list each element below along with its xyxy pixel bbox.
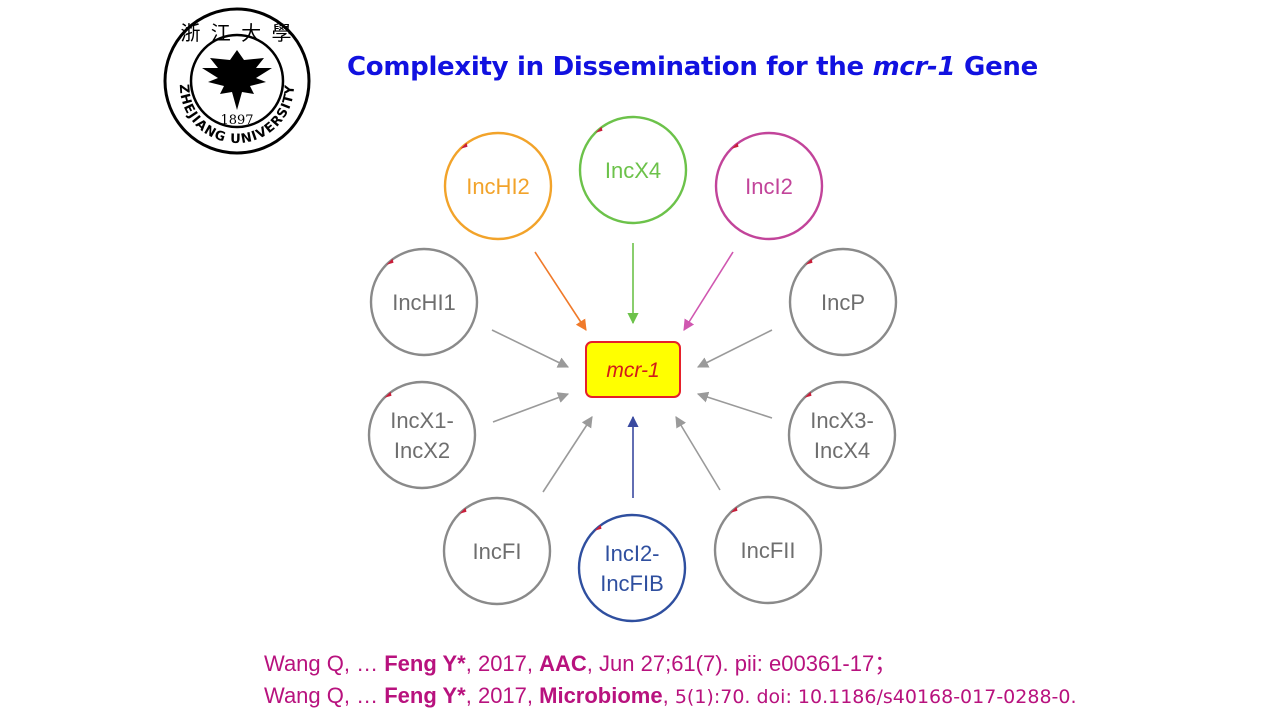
mcr1-center-label: mcr-1 [606, 359, 659, 382]
plasmid-circle-inchi2 [443, 131, 553, 241]
arrow-incx1-incx2-to-mcr1 [492, 392, 570, 423]
mcr1-insertion-marker-icon [595, 126, 603, 133]
plasmid-label-inci2: IncI2 [745, 174, 793, 199]
plasmid-label-incfi: IncFI [473, 539, 522, 564]
ref-text: , [662, 683, 675, 708]
ref-author: Feng Y* [384, 651, 466, 676]
plasmid-inchi1: IncHI1 [369, 247, 479, 357]
ref-text: , Jun 27;61(7). pii: e00361-17 [586, 651, 875, 676]
arrow-incx3-incx4-to-mcr1 [696, 391, 773, 419]
plasmid-circle-inci2 [714, 131, 824, 241]
mcr1-insertion-marker-icon [459, 507, 467, 514]
plasmid-incx1-incx2: IncX1- IncX2 [367, 380, 477, 490]
plasmid-inci2: IncI2 [714, 131, 824, 241]
plasmid-incfii: IncFII [713, 495, 823, 605]
eagle-emblem-icon [202, 50, 272, 110]
arrows-layer [491, 243, 773, 498]
title-suffix: Gene [955, 52, 1038, 82]
plasmid-label-incx3-incx4: IncX3- [810, 408, 874, 433]
ref-text: Wang Q, … [264, 651, 385, 676]
plasmid-incx3-incx4: IncX3- IncX4 [787, 380, 897, 490]
mcr1-insertion-marker-icon [730, 506, 738, 513]
mcr1-center-box [585, 341, 681, 398]
plasmid-circle-incx3-incx4 [787, 380, 897, 490]
arrow-incfi-to-mcr1 [542, 416, 593, 493]
ref-author: Feng Y* [384, 683, 466, 708]
mcr1-insertion-marker-icon [594, 524, 602, 531]
plasmid-label-incx3-incx4: IncX4 [814, 438, 870, 463]
reference-microbiome: Wang Q, … Feng Y*, 2017, Microbiome, 5(1… [264, 680, 1264, 712]
plasmid-circle-incfii [713, 495, 823, 605]
ref-doi: 5(1):70. doi: 10.1186/s40168-017-0288-0. [674, 686, 1077, 708]
plasmid-circle-incx4 [578, 115, 688, 225]
mcr1-insertion-marker-icon [804, 391, 812, 398]
seal-chinese-name: 浙 江 大 學 [180, 21, 293, 45]
mcr1-insertion-marker-icon [384, 391, 392, 398]
plasmid-label-incx1-incx2: IncX1- [390, 408, 454, 433]
seal-year: 1897 [220, 113, 253, 128]
references: Wang Q, … Feng Y*, 2017, AAC, Jun 27;61(… [264, 648, 1264, 712]
reference-aac: Wang Q, … Feng Y*, 2017, AAC, Jun 27;61(… [264, 648, 1264, 680]
plasmid-label-inchi2: IncHI2 [466, 174, 530, 199]
plasmid-label-inci2-incfib: IncFIB [600, 571, 664, 596]
ref-text: Wang Q, … [264, 683, 385, 708]
ref-punct: ； [874, 651, 897, 676]
plasmid-incfi: IncFI [442, 496, 552, 606]
plasmid-inci2-incfib: IncI2- IncFIB [577, 513, 687, 623]
plasmid-circle-inci2-incfib [577, 513, 687, 623]
mcr1-insertion-marker-icon [731, 142, 739, 149]
plasmid-circle-incfi [442, 496, 552, 606]
plasmid-label-incp: IncP [821, 290, 865, 315]
plasmid-label-inchi1: IncHI1 [392, 290, 456, 315]
plasmid-inchi2: IncHI2 [443, 131, 553, 241]
plasmid-circle-inchi1 [369, 247, 479, 357]
center-gene-layer: mcr-1 [585, 341, 681, 398]
title-prefix: Complexity in Dissemination for the [347, 52, 873, 82]
ref-text: , 2017, [465, 683, 540, 708]
mcr1-insertion-marker-icon [460, 142, 468, 149]
zhejiang-university-seal-logo: 1897 ZHEJIANG UNIVERSITY 浙 江 大 學 [163, 7, 311, 155]
plasmid-label-inci2-incfib: IncI2- [604, 541, 659, 566]
title-gene: mcr-1 [872, 52, 956, 82]
arrow-inchi1-to-mcr1 [491, 329, 570, 368]
ref-journal: Microbiome [539, 683, 663, 708]
plasmid-label-incx1-incx2: IncX2 [394, 438, 450, 463]
arrow-incp-to-mcr1 [696, 329, 773, 368]
mcr1-insertion-marker-icon [386, 258, 394, 265]
plasmid-label-incfii: IncFII [740, 538, 795, 563]
plasmid-circle-incp [788, 247, 898, 357]
slide-title: Complexity in Dissemination for the mcr-… [347, 52, 1147, 92]
mcr1-insertion-marker-icon [805, 258, 813, 265]
arrow-inci2-to-mcr1 [683, 251, 734, 331]
ref-text: , 2017, [465, 651, 540, 676]
plasmid-label-incx4: IncX4 [605, 158, 661, 183]
plasmid-incp: IncP [788, 247, 898, 357]
ref-journal: AAC [539, 651, 587, 676]
arrow-incfii-to-mcr1 [675, 416, 721, 491]
plasmid-incx4: IncX4 [578, 115, 688, 225]
plasmid-circle-incx1-incx2 [367, 380, 477, 490]
arrow-inchi2-to-mcr1 [534, 251, 587, 331]
